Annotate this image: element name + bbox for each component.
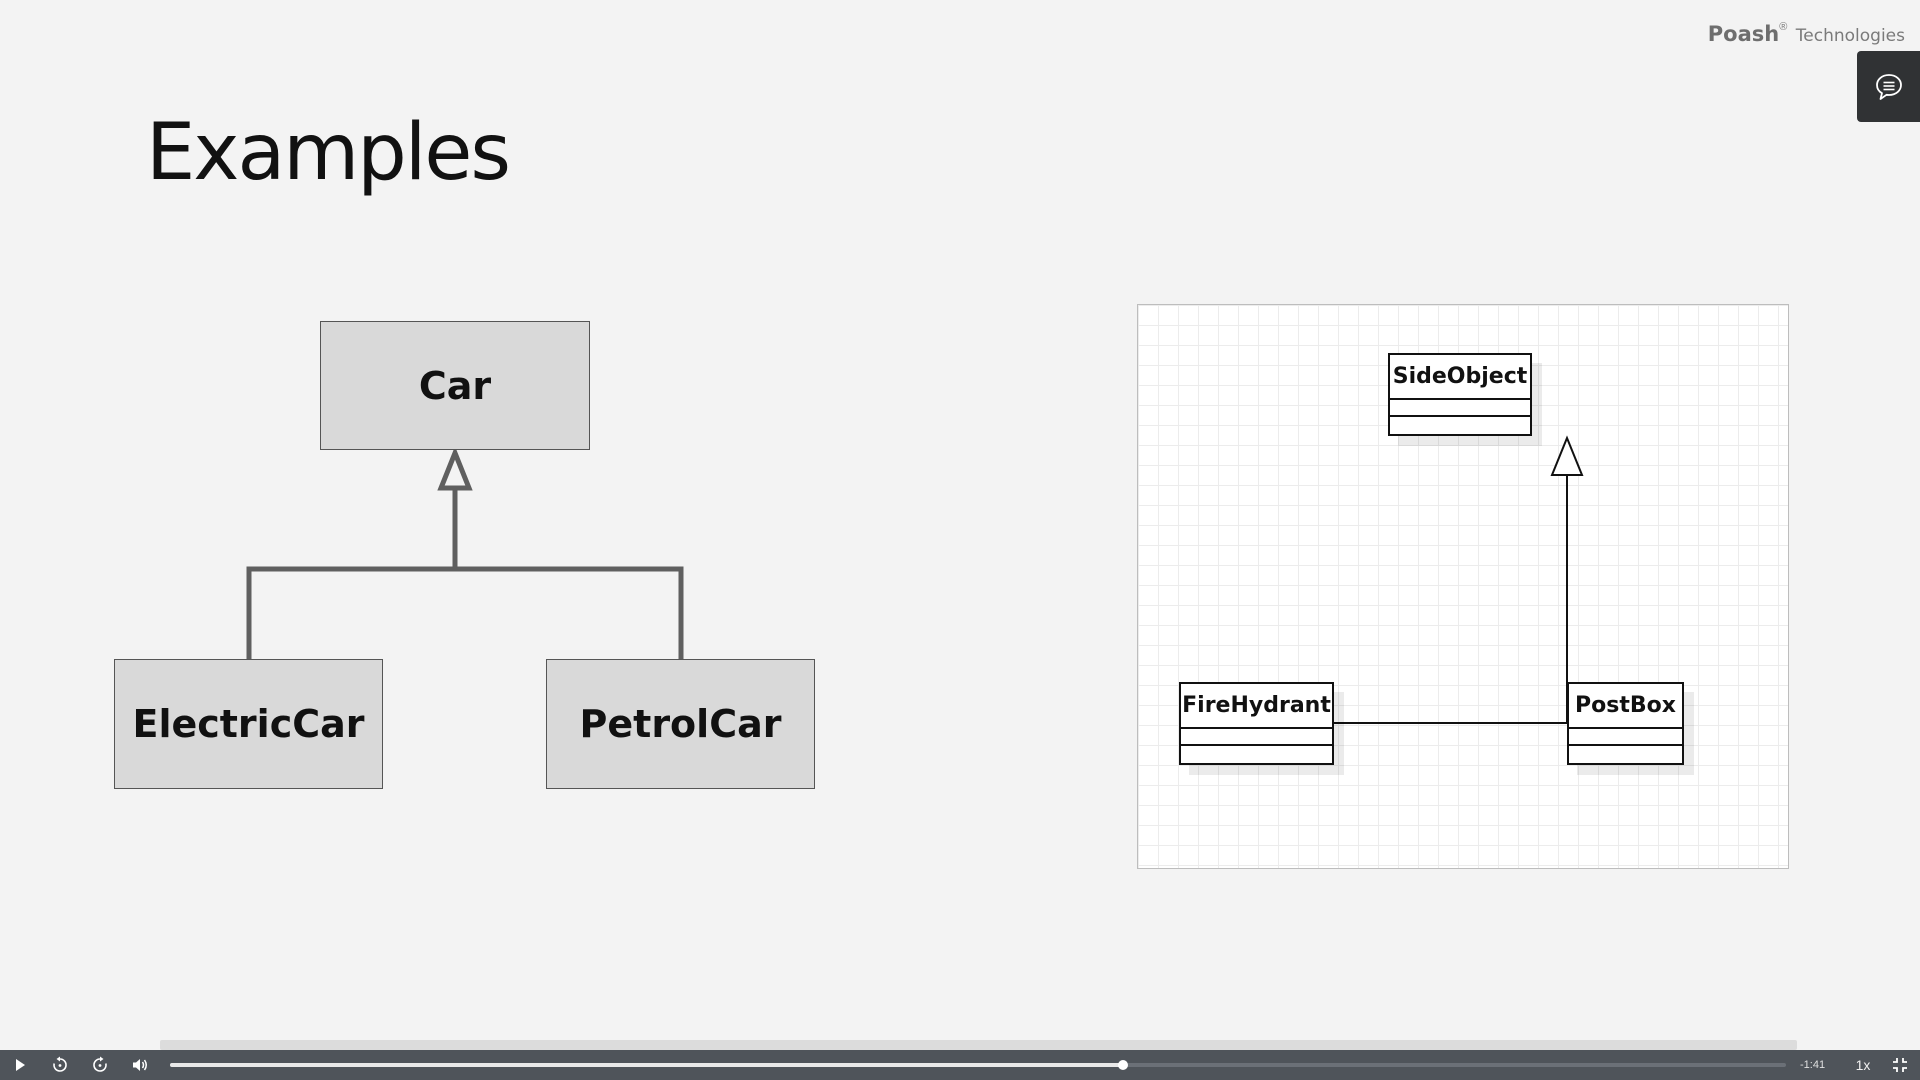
- car-inheritance-connectors: [246, 446, 684, 660]
- time-remaining: -1:41: [1800, 1059, 1826, 1071]
- chat-icon: [1875, 73, 1902, 100]
- seek-bar-played: [170, 1063, 1124, 1067]
- brand-logo: Poash® Technologies: [1707, 21, 1905, 46]
- exit-fullscreen-icon: [1893, 1058, 1907, 1072]
- car-inheritance-diagram: Car ElectricCar PetrolCar: [0, 0, 900, 900]
- uml-class-name: SideObject: [1390, 355, 1530, 400]
- seek-bar[interactable]: [170, 1060, 1786, 1070]
- uml-attributes: [1181, 729, 1332, 746]
- slide-title: Examples: [146, 108, 511, 198]
- exit-fullscreen-button[interactable]: [1880, 1050, 1920, 1080]
- playback-speed-button[interactable]: 1x: [1855, 1057, 1871, 1073]
- chat-button[interactable]: [1857, 51, 1920, 122]
- volume-button[interactable]: [120, 1050, 160, 1080]
- forward-icon: [93, 1056, 107, 1072]
- uml-connectors: [1333, 435, 1584, 724]
- uml-class-name: FireHydrant: [1181, 684, 1332, 729]
- rewind-icon: [53, 1056, 67, 1072]
- inheritance-arrowhead: [437, 446, 473, 491]
- seek-bar-handle[interactable]: [1118, 1060, 1129, 1070]
- uml-generalization-arrowhead: [1550, 435, 1584, 476]
- uml-class-postbox: PostBox: [1567, 682, 1684, 765]
- slide: Poash® Technologies Examples Car Electri…: [0, 0, 1920, 900]
- uml-methods: [1569, 746, 1682, 763]
- rewind-button[interactable]: [40, 1050, 80, 1080]
- inheritance-connector: [246, 566, 684, 660]
- play-button[interactable]: [0, 1050, 40, 1080]
- uml-attributes: [1390, 400, 1530, 417]
- uml-class-sideobject: SideObject: [1388, 353, 1532, 436]
- uml-methods: [1390, 417, 1530, 434]
- uml-diagram: SideObject FireHydrant PostBox: [1137, 304, 1789, 869]
- brand-name: Poash: [1707, 22, 1780, 46]
- horizontal-scrollbar[interactable]: [160, 1040, 1797, 1050]
- uml-class-name: PostBox: [1569, 684, 1682, 729]
- class-box-car: Car: [320, 321, 590, 450]
- uml-methods: [1181, 746, 1332, 763]
- uml-class-firehydrant: FireHydrant: [1179, 682, 1334, 765]
- forward-button[interactable]: [80, 1050, 120, 1080]
- brand-registered-mark: ®: [1779, 21, 1788, 33]
- brand-suffix: Technologies: [1795, 26, 1905, 46]
- volume-icon: [133, 1059, 147, 1071]
- class-box-electriccar: ElectricCar: [114, 659, 383, 789]
- class-box-petrolcar: PetrolCar: [546, 659, 815, 789]
- play-icon: [16, 1059, 25, 1071]
- uml-attributes: [1569, 729, 1682, 746]
